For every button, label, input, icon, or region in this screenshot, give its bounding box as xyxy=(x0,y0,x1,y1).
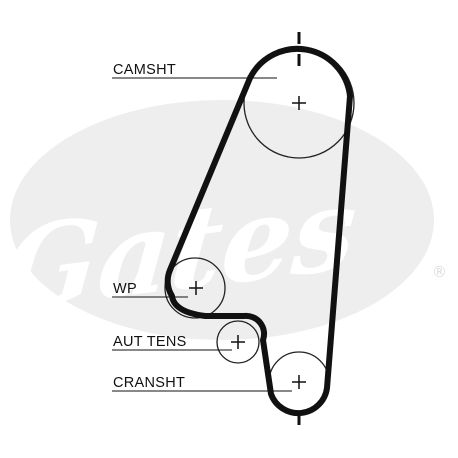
timing-belt xyxy=(164,45,353,417)
auto-tensioner-pulley xyxy=(216,320,260,364)
water-pump-pulley xyxy=(164,257,226,319)
camshaft-label: CAMSHT xyxy=(113,62,176,78)
water-pump-centre-cross xyxy=(189,281,203,295)
auto-tensioner-label: AUT TENS xyxy=(113,334,187,350)
leader-lines xyxy=(112,77,292,392)
water-pump-label: WP xyxy=(113,281,137,297)
centre-marks xyxy=(189,96,306,389)
crankshaft-label: CRANSHT xyxy=(113,375,185,391)
crankshaft-centre-cross xyxy=(292,375,306,389)
registered-mark: ® xyxy=(432,263,447,281)
watermark-ellipse xyxy=(10,100,434,340)
tensioner-centre-cross xyxy=(231,335,245,349)
camshaft-centre-cross xyxy=(292,96,306,110)
